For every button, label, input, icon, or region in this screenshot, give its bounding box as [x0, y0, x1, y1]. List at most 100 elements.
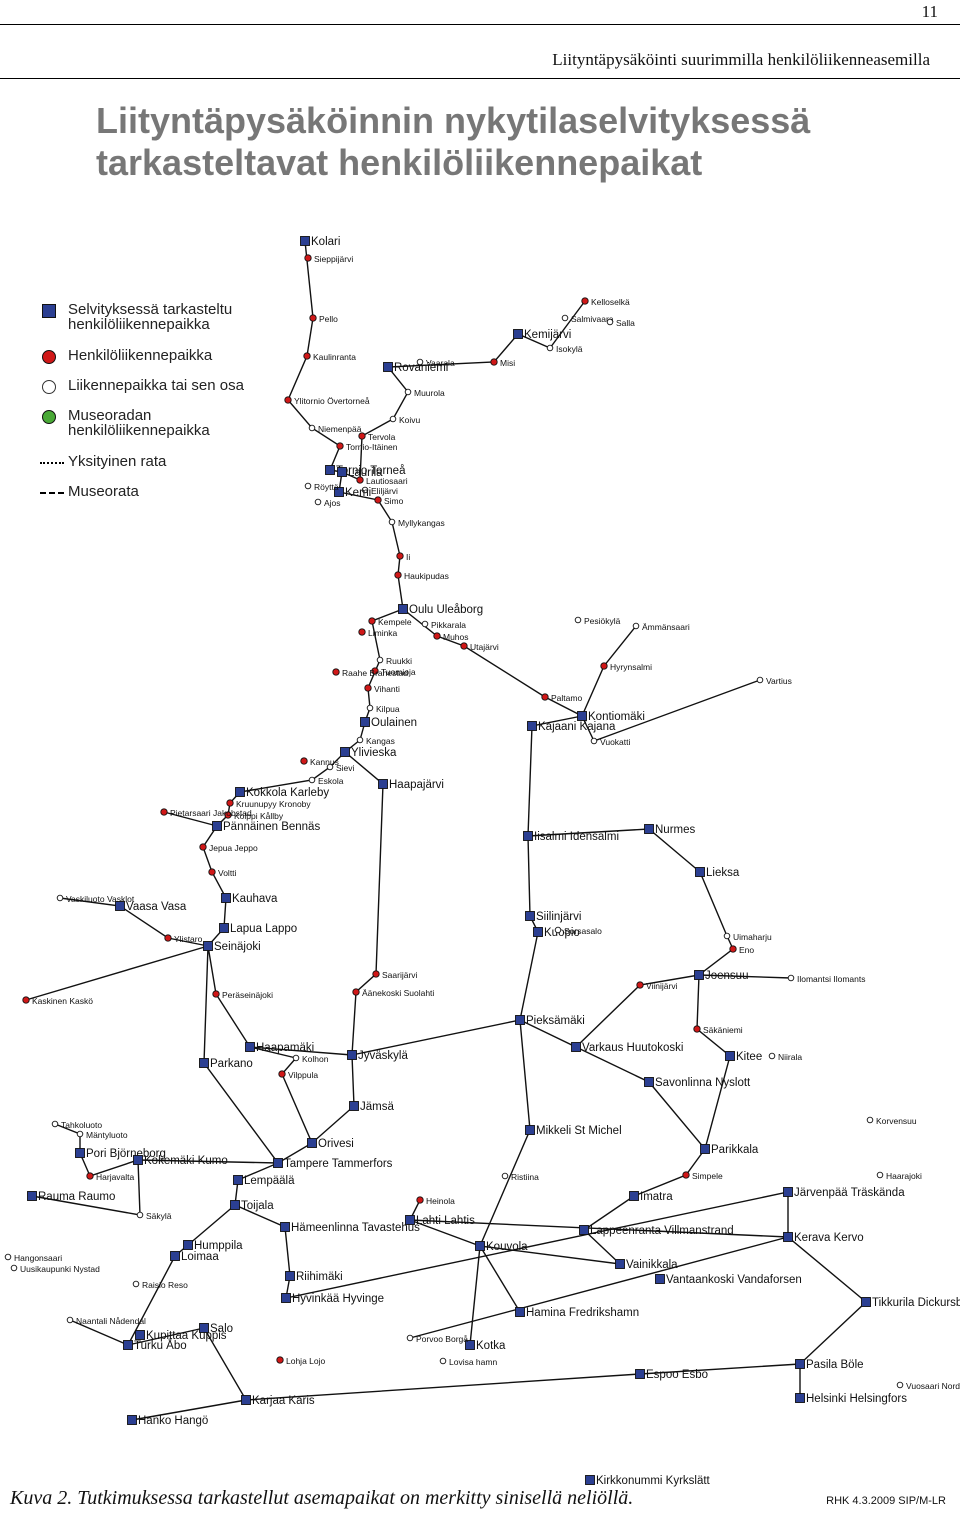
legend-passenger: Henkilöliikennepaikka [42, 348, 282, 378]
studied-station-square [127, 1415, 137, 1425]
station-kemijarvi: Kemijärvi [513, 329, 571, 341]
station-label: Simpele [692, 1171, 723, 1181]
passenger-station-dot [164, 934, 172, 942]
station-tahkoluoto: Tahkoluoto [51, 1120, 102, 1130]
other-station-dot [416, 358, 424, 366]
station-label: Pesiökylä [584, 616, 621, 626]
passenger-station-dot [226, 799, 234, 807]
station-tampere-tammerfors: Tampere Tammerfors [273, 1158, 393, 1170]
station-label: Tahkoluoto [61, 1120, 102, 1130]
rail-segment [341, 300, 586, 482]
station-ii: Ii [396, 552, 410, 562]
station-label: Hyrynsalmi [610, 662, 652, 672]
station-label: Jämsä [360, 1101, 394, 1113]
station-simpele: Simpele [682, 1171, 723, 1181]
map-title-line1: Liityntäpysäköinnin nykytilaselvityksess… [96, 100, 811, 141]
rail-segment [409, 1236, 789, 1339]
passenger-station-dot [693, 1025, 701, 1033]
station-imatra: Imatra [629, 1191, 673, 1203]
station-lappeenranta-villmanstrand: Lappeenranta Villmanstrand [579, 1225, 734, 1237]
station-parkano: Parkano [199, 1058, 253, 1070]
passenger-station-dot [276, 1356, 284, 1364]
studied-station-square [629, 1191, 639, 1201]
other-station-dot [896, 1381, 904, 1389]
station-orivesi: Orivesi [307, 1138, 354, 1150]
station-tuomioja: Tuomioja [371, 667, 416, 677]
station-label: Espoo Esbo [646, 1369, 708, 1381]
rail-segment [25, 945, 209, 1001]
station-label: Hyvinkää Hyvinge [292, 1293, 384, 1305]
station-hameenlinna-tavastehus: Hämeenlinna Tavastehus [280, 1222, 420, 1234]
passenger-station-dot [368, 617, 376, 625]
map-title-line2: tarkasteltavat henkilöliikennepaikat [96, 142, 703, 183]
station-hangonsaari: Hangonsaari [4, 1253, 62, 1263]
station-kolppi-kallby: Kolppi Kållby [224, 811, 284, 821]
station-label: Kolari [311, 236, 340, 248]
station-label: Vartius [766, 676, 792, 686]
other-station-dot [723, 932, 731, 940]
other-station-dot [404, 388, 412, 396]
studied-station-square [281, 1293, 291, 1303]
station-label: Helsinki Helsingfors [806, 1393, 907, 1405]
station-label: Kotka [476, 1340, 506, 1352]
station-label: Muurola [414, 388, 445, 398]
station-vaskiluoto-vasklot: Vaskiluoto Vasklot [56, 894, 135, 904]
studied-station-square [585, 1475, 595, 1485]
station-nurmes: Nurmes [644, 824, 696, 836]
station-hanko-hango: Hanko Hangö [127, 1415, 208, 1427]
station-label: Kirkkonummi Kyrkslätt [596, 1475, 711, 1487]
passenger-station-dot [224, 811, 232, 819]
rail-lines [25, 240, 868, 1421]
station-label: Imatra [640, 1191, 673, 1203]
station-label: Riihimäki [296, 1271, 343, 1283]
station-muurola: Muurola [404, 388, 445, 398]
station-vilppula: Vilppula [278, 1070, 318, 1080]
station-lohja-lojo: Lohja Lojo [276, 1356, 326, 1366]
station-ammansaari: Ämmänsaari [632, 622, 690, 632]
studied-station-square [783, 1232, 793, 1242]
station-label: Parkano [210, 1058, 253, 1070]
station-lovisa-hamn: Lovisa hamn [439, 1357, 497, 1367]
station-label: Sievi [336, 763, 355, 773]
rail-segment [469, 1245, 481, 1346]
station-espoo-esbo: Espoo Esbo [635, 1369, 708, 1381]
studied-station-square [135, 1330, 145, 1340]
station-label: Lempäälä [244, 1175, 295, 1187]
station-label: Haukipudas [404, 571, 449, 581]
station-tervola: Tervola [358, 432, 396, 442]
station-pietarsaari-jakobstad: Pietarsaari Jakobstad [160, 808, 252, 818]
station-label: Paltamo [551, 693, 582, 703]
station-label: Ylitornio Övertorneå [294, 396, 370, 406]
station-label: Säkäniemi [703, 1025, 743, 1035]
station-label: Tuomioja [381, 667, 416, 677]
station-label: Ii [406, 552, 410, 562]
station-label: Salmivaara [571, 314, 614, 324]
passenger-station-dot [394, 571, 402, 579]
station-label: Eliljärvi [371, 486, 398, 496]
station-label: Mäntyluoto [86, 1130, 128, 1140]
studied-station-square [783, 1187, 793, 1197]
other-station-dot [756, 676, 764, 684]
green-dot-icon [42, 410, 56, 424]
station-pello: Pello [309, 314, 338, 324]
station-label: Kontiomäki [588, 711, 645, 723]
rail-segment [479, 828, 734, 1265]
station-varkaus-huutokoski: Varkaus Huutokoski [571, 1042, 683, 1054]
station-label: Eno [739, 945, 754, 955]
page-number: 11 [921, 2, 938, 21]
station-label: Tervola [368, 432, 396, 442]
station-peraseinajoki: Peräseinäjoki [212, 990, 273, 1000]
station-naantali-nadendal: Naantali Nådendal [66, 1316, 146, 1326]
station-ilomantsi-ilomants: Ilomantsi Ilomants [787, 974, 866, 984]
station-sorsasalo: Sorsasalo [554, 926, 602, 936]
studied-station-square [579, 1225, 589, 1235]
station-vuokatti: Vuokatti [590, 737, 631, 747]
studied-station-square [523, 831, 533, 841]
station-label: Pietarsaari Jakobstad [170, 808, 252, 818]
station-kerava-kervo: Kerava Kervo [783, 1232, 864, 1244]
station-haapamaki: Haapamäki [245, 1042, 314, 1054]
rail-segment [479, 1245, 521, 1313]
station-label: Kannus [310, 757, 339, 767]
rail-segment [54, 1123, 279, 1177]
studied-station-square [695, 867, 705, 877]
